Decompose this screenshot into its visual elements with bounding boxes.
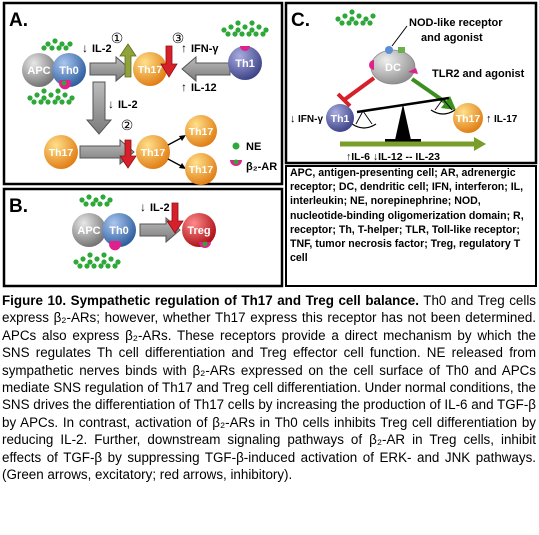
- ifng-label-a: IFN-γ: [191, 43, 219, 55]
- inhibitory-arrow-dc-th1: [342, 76, 376, 102]
- svg-text:APC: APC: [27, 65, 50, 77]
- dc-cell: DC: [370, 49, 416, 85]
- svg-text:↓: ↓: [82, 41, 88, 55]
- treg-cell: Treg: [182, 213, 216, 247]
- ne-cluster-a-bottom: [27, 88, 75, 105]
- svg-text:Th17: Th17: [456, 113, 481, 125]
- figure-caption: Figure 10. Sympathetic regulation of Th1…: [2, 292, 536, 483]
- th17-cell-right-b: Th17: [185, 153, 217, 185]
- svg-text:Th17: Th17: [138, 64, 163, 76]
- ne-cluster-b-bottom: [73, 252, 121, 269]
- svg-text:Th1: Th1: [331, 113, 350, 125]
- b2ar-receptor-b-icon: [109, 241, 122, 251]
- th1-cell-a: Th1: [228, 46, 262, 80]
- svg-text:↓: ↓: [290, 113, 296, 125]
- svg-text:↓: ↓: [108, 97, 114, 111]
- ne-cluster-b-top: [79, 194, 113, 207]
- svg-text:↑: ↑: [181, 80, 187, 94]
- th17-cell-mid: Th17: [136, 135, 170, 169]
- svg-text:↑: ↑: [181, 41, 187, 55]
- svg-text:Th17: Th17: [189, 164, 214, 176]
- ne-legend-label: NE: [246, 141, 261, 153]
- cytokine-label-c: ↑IL-6 ↓IL-12 -- IL-23: [346, 151, 440, 163]
- ne-legend-icon: [232, 142, 240, 150]
- th0-cell-a: Th0: [52, 53, 86, 87]
- abbreviation-list: APC, antigen-presenting cell; AR, adrene…: [290, 167, 524, 265]
- svg-text:↑: ↑: [486, 113, 492, 125]
- ifng-label-c: IFN-γ: [298, 114, 323, 125]
- apc-cell-b: APC: [72, 213, 106, 247]
- svg-text:Th17: Th17: [141, 147, 166, 159]
- svg-text:Th0: Th0: [59, 65, 79, 77]
- panel-a-label: A.: [9, 10, 28, 31]
- il2-top-label: IL-2: [92, 43, 112, 55]
- step-1-marker: ①: [111, 30, 124, 46]
- th17-cell-right-a: Th17: [185, 115, 217, 147]
- svg-text:↓: ↓: [140, 200, 146, 214]
- svg-text:Th17: Th17: [189, 126, 214, 138]
- caption-title: Figure 10. Sympathetic regulation of Th1…: [2, 293, 419, 308]
- panel-c-frame: [284, 1, 538, 165]
- panel-b-label: B.: [9, 196, 28, 217]
- il2-mid-label: IL-2: [118, 99, 138, 111]
- inhibitory-arrow-down-3: [160, 45, 178, 78]
- il12-label-a: IL-12: [191, 82, 217, 94]
- th0-cell-b: Th0: [102, 213, 136, 247]
- svg-text:Th0: Th0: [109, 225, 129, 237]
- apc-cell-a: APC: [22, 53, 56, 87]
- panel-c-label: C.: [291, 10, 310, 31]
- tlr2-label: TLR2 and agonist: [432, 68, 525, 80]
- ne-cluster-c: [335, 9, 376, 26]
- ne-cluster-a-right: [221, 20, 269, 37]
- differentiation-arrow-right: [89, 55, 131, 83]
- inhibitory-arrow-down-b: [166, 202, 184, 234]
- tlr2-icon: [408, 68, 418, 74]
- balance-scale-icon: [351, 96, 456, 143]
- excitatory-arrow-up-1: [119, 43, 137, 78]
- panel-b-frame: [2, 187, 284, 288]
- il17-label-c: IL-17: [494, 114, 518, 125]
- nod-agonist-icon: [385, 46, 393, 54]
- ne-dot-icon: [61, 80, 67, 86]
- th1-cell-c: Th1: [326, 104, 354, 132]
- th17-cell-c: Th17: [453, 103, 483, 133]
- ne-cluster-a-top: [41, 38, 73, 51]
- abbreviation-frame: [285, 165, 537, 287]
- svg-text:APC: APC: [77, 225, 100, 237]
- b2ar-receptor-dc-icon: [369, 60, 374, 70]
- nod-receptor-icon: [398, 47, 405, 53]
- il2-label-b: IL-2: [150, 202, 170, 214]
- svg-text:Th1: Th1: [235, 58, 255, 70]
- th1-to-th17-arrow: [181, 55, 231, 83]
- b2ar-legend-label: β₂-AR: [246, 161, 277, 173]
- nod-receptor-label: NOD-like receptor: [409, 17, 503, 29]
- nod-receptor-label-2: and agonist: [421, 32, 483, 44]
- svg-text:DC: DC: [385, 62, 401, 74]
- inhibitory-arrow-down-2: [119, 139, 137, 169]
- th17-cell-top: Th17: [133, 52, 167, 86]
- differentiation-arrow-down: [85, 81, 113, 135]
- th17-cell-left: Th17: [44, 135, 78, 169]
- figure-diagram: A. APC Th0 ↓ IL-2 ① Th17 ③ ↑ IFN-γ ↑ IL-…: [2, 1, 538, 288]
- b2ar-receptor-th1-icon: [240, 46, 250, 51]
- svg-text:Th17: Th17: [49, 147, 74, 159]
- caption-body: Th0 and Treg cells express β₂-ARs; howev…: [2, 293, 537, 483]
- step-3-marker: ③: [172, 30, 185, 46]
- svg-text:Treg: Treg: [187, 225, 210, 237]
- step-2-marker: ②: [121, 117, 134, 133]
